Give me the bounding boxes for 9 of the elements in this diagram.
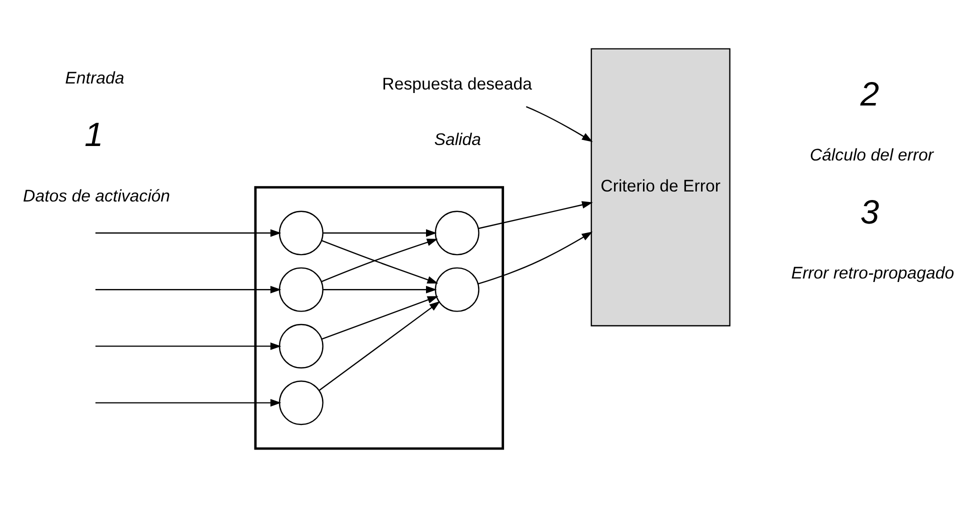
label: Error retro-propagado — [791, 262, 954, 282]
label: Entrada — [65, 68, 124, 87]
node-text: Respuesta deseada — [382, 74, 532, 93]
label: 2 — [860, 74, 880, 113]
label: Datos de activación — [23, 186, 170, 205]
label: Cálculo del error — [810, 144, 934, 164]
label: 1 — [84, 116, 104, 154]
label: Salida — [434, 129, 482, 148]
label: 3 — [860, 192, 880, 231]
